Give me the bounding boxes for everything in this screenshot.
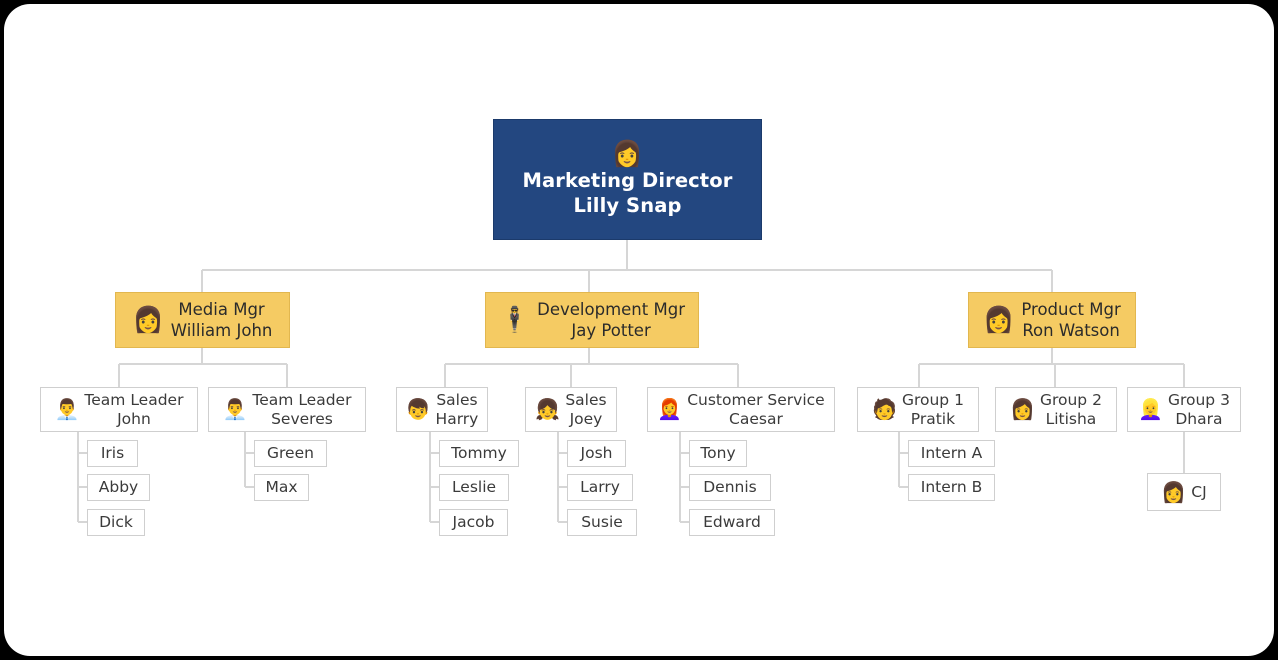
node-larry[interactable]: Larry: [567, 474, 633, 501]
woman-avatar: 👩: [1161, 479, 1187, 504]
node-jacob[interactable]: Jacob: [439, 509, 508, 536]
node-leslie[interactable]: Leslie: [439, 474, 509, 501]
node-product-mgr[interactable]: 👩 Product Mgr Ron Watson: [968, 292, 1136, 348]
node-text: Product Mgr Ron Watson: [1021, 299, 1120, 341]
node-name: Intern B: [920, 478, 983, 496]
node-title: Team Leader: [252, 390, 352, 409]
node-name: Caesar: [729, 409, 783, 428]
node-name: Lilly Snap: [573, 194, 682, 217]
node-title: Media Mgr: [178, 300, 265, 319]
woman-avatar: 👩: [1010, 397, 1035, 421]
node-title: Group 3: [1167, 390, 1230, 409]
businessman-avatar: 👨‍💼: [222, 397, 248, 421]
node-name: CJ: [1191, 482, 1207, 501]
node-text: Marketing Director Lilly Snap: [523, 168, 733, 218]
node-name: Dennis: [703, 478, 757, 496]
node-susie[interactable]: Susie: [567, 509, 637, 536]
node-name: Intern A: [920, 444, 983, 462]
node-josh[interactable]: Josh: [567, 440, 626, 467]
node-text: Customer Service Caesar: [687, 391, 825, 429]
node-tommy[interactable]: Tommy: [439, 440, 519, 467]
node-name: Iris: [100, 444, 125, 462]
node-name: Max: [265, 478, 298, 496]
node-name: Jacob: [452, 513, 495, 531]
node-title: Development Mgr: [537, 300, 685, 319]
node-group-2-litisha[interactable]: 👩 Group 2 Litisha: [995, 387, 1117, 432]
node-title: Group 2: [1039, 390, 1102, 409]
node-title: Group 1: [901, 390, 964, 409]
node-name: Joey: [569, 409, 603, 428]
org-chart: 👩 Marketing Director Lilly Snap 👩 Media …: [4, 4, 1274, 656]
node-text: Team Leader John: [84, 391, 183, 429]
person-with-glasses-avatar: 🧑: [872, 397, 897, 421]
woman-avatar: 👩: [611, 139, 644, 168]
node-name: Ron Watson: [1022, 321, 1120, 340]
node-edward[interactable]: Edward: [689, 509, 775, 536]
node-max[interactable]: Max: [254, 474, 309, 501]
node-text: Sales Joey: [565, 391, 606, 429]
node-name: Susie: [581, 513, 623, 531]
node-text: Sales Harry: [436, 391, 479, 429]
node-name: Green: [267, 444, 314, 462]
node-name: Litisha: [1045, 409, 1097, 428]
node-name: Josh: [580, 444, 613, 462]
node-name: Abby: [98, 478, 139, 496]
node-name: Jay Potter: [571, 321, 651, 340]
node-green[interactable]: Green: [254, 440, 327, 467]
node-text: Group 2 Litisha: [1040, 391, 1102, 429]
chart-canvas: 👩 Marketing Director Lilly Snap 👩 Media …: [4, 4, 1274, 656]
node-name: Leslie: [451, 478, 497, 496]
node-name: Harry: [435, 409, 479, 428]
node-tony[interactable]: Tony: [689, 440, 747, 467]
node-title: Marketing Director: [522, 169, 733, 192]
node-title: Product Mgr: [1021, 300, 1121, 319]
node-development-mgr[interactable]: 🕴 Development Mgr Jay Potter: [485, 292, 699, 348]
node-name: Larry: [580, 478, 620, 496]
woman-avatar: 👩: [132, 305, 164, 334]
node-text: Development Mgr Jay Potter: [537, 299, 685, 341]
node-text: Team Leader Severes: [252, 391, 351, 429]
node-team-leader-severes[interactable]: 👨‍💼 Team Leader Severes: [208, 387, 366, 432]
woman-avatar: 👩: [983, 305, 1015, 334]
girl-avatar: 👧: [535, 397, 561, 421]
node-text: Group 3 Dhara: [1168, 391, 1230, 429]
node-title: Team Leader: [84, 390, 184, 409]
node-name: Dhara: [1175, 409, 1223, 428]
node-sales-joey[interactable]: 👧 Sales Joey: [525, 387, 617, 432]
node-name: Dick: [99, 513, 133, 531]
node-name: Tommy: [451, 444, 507, 462]
node-title: Customer Service: [687, 390, 825, 409]
node-customer-service-caesar[interactable]: 👩‍🦰 Customer Service Caesar: [647, 387, 835, 432]
node-marketing-director[interactable]: 👩 Marketing Director Lilly Snap: [493, 119, 762, 240]
node-name: John: [117, 409, 151, 428]
node-name: Pratik: [910, 409, 956, 428]
node-text: Group 1 Pratik: [902, 391, 964, 429]
businessman-avatar: 👨‍💼: [54, 397, 80, 421]
node-group-3-dhara[interactable]: 👱‍♀️ Group 3 Dhara: [1127, 387, 1241, 432]
node-title: Sales: [436, 390, 478, 409]
node-dick[interactable]: Dick: [87, 509, 145, 536]
node-name: William John: [170, 321, 273, 340]
man-in-suit-avatar: 🕴: [499, 305, 531, 334]
node-group-1-pratik[interactable]: 🧑 Group 1 Pratik: [857, 387, 979, 432]
node-intern-b[interactable]: Intern B: [908, 474, 995, 501]
node-intern-a[interactable]: Intern A: [908, 440, 995, 467]
node-dennis[interactable]: Dennis: [689, 474, 771, 501]
node-name: Tony: [700, 444, 736, 462]
boy-avatar: 👦: [405, 397, 431, 421]
woman-with-glasses-avatar: 👩‍🦰: [657, 397, 683, 421]
node-abby[interactable]: Abby: [87, 474, 150, 501]
node-name: Edward: [703, 513, 761, 531]
node-iris[interactable]: Iris: [87, 440, 138, 467]
node-title: Sales: [565, 390, 607, 409]
node-name: Severes: [271, 409, 333, 428]
node-media-mgr[interactable]: 👩 Media Mgr William John: [115, 292, 290, 348]
node-sales-harry[interactable]: 👦 Sales Harry: [396, 387, 488, 432]
node-team-leader-john[interactable]: 👨‍💼 Team Leader John: [40, 387, 198, 432]
node-text: Media Mgr William John: [171, 299, 273, 341]
blonde-woman-avatar: 👱‍♀️: [1138, 397, 1163, 421]
node-cj[interactable]: 👩 CJ: [1147, 473, 1221, 511]
